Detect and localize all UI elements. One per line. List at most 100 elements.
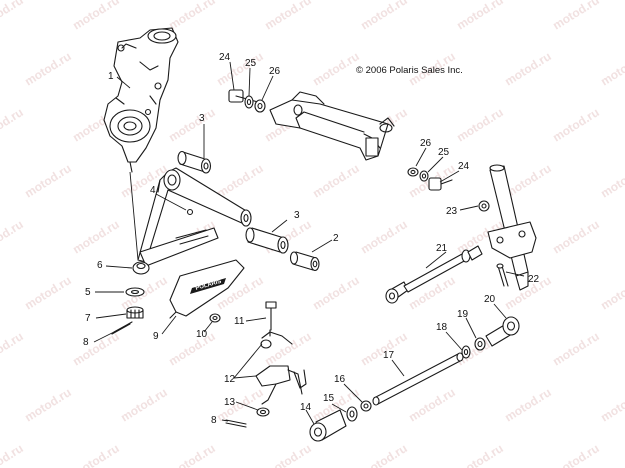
callout-4: 4 — [150, 185, 156, 196]
watermark-text: motod.ru — [310, 161, 362, 200]
watermark-text: motod.ru — [598, 273, 625, 312]
watermark-text: motod.ru — [550, 217, 602, 256]
steering-knuckle — [103, 27, 179, 173]
callout-22: 22 — [528, 274, 540, 285]
callout-18: 18 — [436, 322, 448, 333]
callout-3-lower: 3 — [294, 210, 300, 221]
watermark-text: motod.ru — [0, 105, 26, 144]
watermark-text: motod.ru — [598, 385, 625, 424]
callout-8-lower: 8 — [211, 415, 217, 426]
watermark-text: motod.ru — [118, 385, 170, 424]
watermark-text: motod.ru — [0, 441, 26, 468]
watermark-text: motod.ru — [598, 161, 625, 200]
callout-13: 13 — [224, 397, 236, 408]
watermark-text: motod.ru — [166, 441, 218, 468]
watermark-text: motod.ru — [358, 0, 410, 33]
watermark-text: motod.ru — [22, 161, 74, 200]
callout-25-top: 25 — [245, 58, 257, 69]
watermark-text: motod.ru — [502, 385, 554, 424]
watermark-text: motod.ru — [598, 49, 625, 88]
watermark-text: motod.ru — [262, 441, 314, 468]
watermark-text: motod.ru — [70, 217, 122, 256]
nut-26-top — [254, 99, 266, 113]
jam-nut-19 — [474, 337, 486, 351]
stud-22 — [496, 263, 509, 287]
callout-23: 23 — [446, 206, 458, 217]
bushing-lower — [245, 227, 289, 254]
callout-7: 7 — [85, 313, 91, 324]
cotter-pin-8-lower — [225, 419, 247, 428]
frame-tube — [269, 91, 395, 161]
washer-5 — [125, 287, 145, 297]
callout-19: 19 — [457, 309, 469, 320]
watermark-text: motod.ru — [502, 49, 554, 88]
callout-12: 12 — [224, 374, 236, 385]
tie-rod-end-14 — [309, 409, 347, 442]
bolt-24-right — [428, 177, 453, 191]
watermark-text: motod.ru — [214, 385, 266, 424]
a-arm-guard: POLARIS — [169, 259, 245, 319]
nut-16 — [360, 400, 372, 412]
callout-17: 17 — [383, 350, 395, 361]
bolt-24-top — [228, 89, 259, 103]
washer-13 — [256, 407, 270, 417]
nut-10 — [209, 313, 221, 323]
callout-15: 15 — [323, 393, 335, 404]
watermark-text: motod.ru — [454, 0, 506, 33]
watermark-text: motod.ru — [22, 273, 74, 312]
callout-25-right: 25 — [438, 147, 450, 158]
tie-rod-17 — [372, 352, 464, 406]
castle-nut-7 — [126, 306, 144, 319]
bolt-11 — [265, 301, 277, 331]
watermark-text: motod.ru — [70, 329, 122, 368]
washer-25-right — [419, 170, 429, 182]
callout-6: 6 — [97, 260, 103, 271]
watermark-text: motod.ru — [454, 441, 506, 468]
watermark-text: motod.ru — [358, 217, 410, 256]
watermark-text: motod.ru — [70, 0, 122, 33]
bushing-upper — [177, 150, 212, 174]
callout-14: 14 — [300, 402, 312, 413]
watermark-text: motod.ru — [0, 329, 26, 368]
steering-post — [487, 164, 537, 291]
callout-9: 9 — [153, 331, 159, 342]
watermark-text: motod.ru — [0, 0, 26, 33]
watermark-text: motod.ru — [310, 49, 362, 88]
jam-nut-18 — [461, 345, 471, 359]
watermark-text: motod.ru — [214, 161, 266, 200]
cotter-pin-8-upper — [111, 321, 133, 335]
callout-labels: 1 3 4 3 2 6 5 7 8 9 10 11 12 13 8 14 15 … — [83, 52, 540, 426]
watermark-text: motod.ru — [70, 441, 122, 468]
callout-21: 21 — [436, 243, 448, 254]
tie-rod-end-20 — [485, 316, 520, 347]
nut-23 — [478, 200, 490, 212]
callout-5: 5 — [85, 287, 91, 298]
watermark-text: motod.ru — [262, 0, 314, 33]
watermark-text: motod.ru — [406, 385, 458, 424]
callout-3-upper: 3 — [199, 113, 205, 124]
washer-25-top — [244, 95, 254, 109]
callout-10: 10 — [196, 329, 208, 340]
nut-26-right — [407, 167, 419, 177]
watermark-text: motod.ru — [550, 0, 602, 33]
watermark-text: motod.ru — [22, 49, 74, 88]
watermark-text: motod.ru — [166, 0, 218, 33]
callout-24-right: 24 — [458, 161, 470, 172]
copyright-notice: © 2006 Polaris Sales Inc. — [356, 65, 463, 76]
watermark-text: motod.ru — [166, 329, 218, 368]
watermark-text: motod.ru — [550, 105, 602, 144]
bushing-2 — [289, 251, 320, 272]
lower-a-arm — [137, 167, 252, 267]
jam-nut-15 — [346, 406, 358, 422]
watermark-text: motod.ru — [454, 105, 506, 144]
callout-11: 11 — [234, 316, 245, 327]
watermark-text: motod.ru — [358, 441, 410, 468]
watermark-text: motod.ru — [166, 105, 218, 144]
callout-24-top: 24 — [219, 52, 231, 63]
callout-20: 20 — [484, 294, 496, 305]
tie-rod-21 — [385, 245, 483, 304]
watermark-text: motod.ru — [550, 441, 602, 468]
ball-joint — [129, 171, 150, 275]
watermark-text: motod.ru — [310, 273, 362, 312]
